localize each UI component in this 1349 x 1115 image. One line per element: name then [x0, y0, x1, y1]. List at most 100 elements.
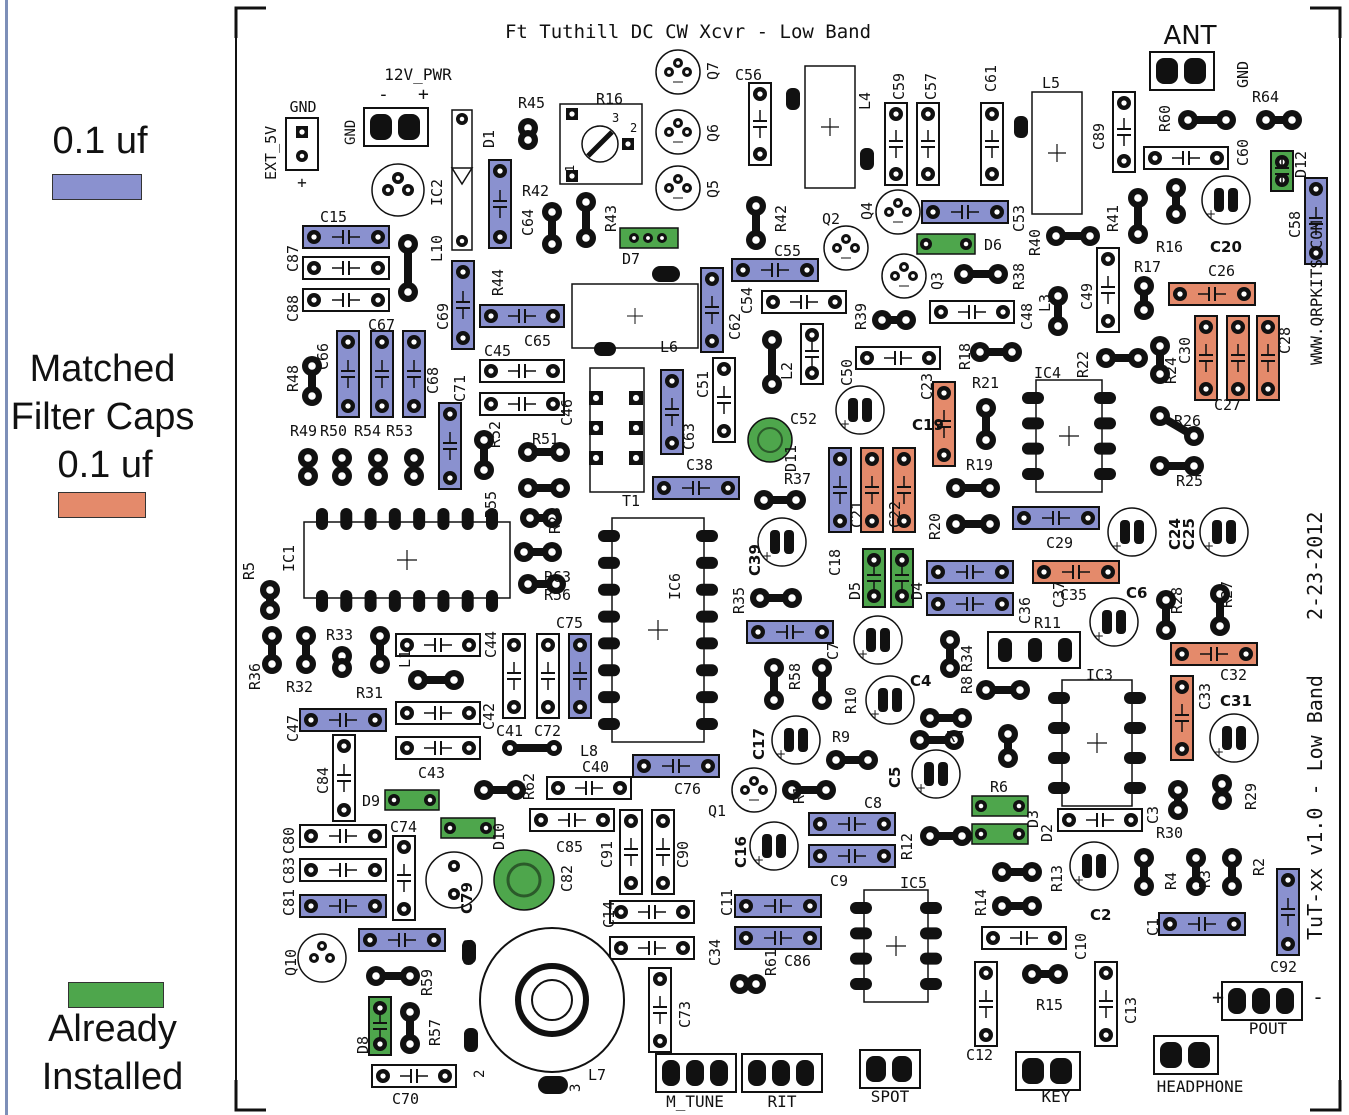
- pad-hole: [817, 853, 823, 859]
- capacitor: [402, 330, 426, 418]
- pad-hole: [721, 366, 727, 372]
- silk-label: C47: [284, 715, 302, 742]
- pad-hole: [989, 111, 995, 117]
- pad-hole: [998, 868, 1006, 876]
- ic-pin: [920, 978, 942, 990]
- silk-label: D10: [490, 823, 508, 850]
- silk-label: C4: [910, 672, 931, 690]
- capacitor: [502, 633, 526, 719]
- pad-hole: [1041, 569, 1047, 575]
- silk-label: R24: [1162, 357, 1180, 384]
- header-pin: [892, 1056, 912, 1082]
- transistor-outline: [881, 253, 927, 299]
- pad-hole: [1285, 941, 1291, 947]
- pad-hole: [1103, 1032, 1109, 1038]
- pwr-label: 12V_PWR: [384, 65, 452, 84]
- pcb-silkscreen: +++++++++++++ Ft Tuthill DC CW Xcvr - Lo…: [234, 6, 1342, 1113]
- elec-plus: +: [840, 417, 850, 431]
- pad-hole: [1054, 292, 1062, 300]
- pad-hole: [312, 956, 316, 960]
- pad-hole: [632, 454, 640, 462]
- capacitor: [336, 330, 360, 418]
- pad-hole: [680, 909, 686, 915]
- pad-hole: [404, 288, 412, 296]
- header-pin: [772, 1060, 790, 1086]
- pad-hole: [788, 786, 796, 794]
- pad-hole: [1066, 817, 1072, 823]
- pad-hole: [1214, 155, 1220, 161]
- capacitor: [299, 858, 387, 882]
- pwr-plus: +: [418, 84, 429, 105]
- silk-label: C9: [830, 872, 848, 890]
- pad-oval: [462, 940, 476, 964]
- transistor-outline: [875, 189, 921, 235]
- silk-label: R33: [326, 626, 353, 644]
- silk-label: R3: [1196, 870, 1214, 888]
- capacitor: [1158, 912, 1246, 936]
- pad-hole: [1121, 100, 1127, 106]
- pad-hole: [466, 642, 472, 648]
- silk-label: C40: [582, 758, 609, 776]
- pad-hole: [1285, 877, 1291, 883]
- pad-hole: [1265, 324, 1271, 330]
- pad-hole: [946, 664, 954, 672]
- silk-label: C51: [694, 371, 712, 398]
- pad-hole: [311, 297, 317, 303]
- silk-label: C34: [706, 939, 724, 966]
- header-pin: [748, 1060, 766, 1086]
- pad-hole: [268, 632, 276, 640]
- ic-pin: [920, 902, 942, 914]
- pout-minus: -: [1312, 985, 1324, 1009]
- pad-hole: [1172, 184, 1180, 192]
- pad-hole: [768, 336, 776, 344]
- pad-hole: [844, 237, 848, 241]
- ic-pin: [437, 590, 450, 612]
- silk-label: L4: [856, 92, 874, 110]
- ic-pin: [388, 590, 401, 612]
- pad-hole: [1085, 515, 1091, 521]
- capacitor: [479, 392, 565, 416]
- silk-label: D12: [1292, 151, 1310, 178]
- trimpot-slot: [586, 130, 614, 158]
- elec-pad: [878, 688, 888, 712]
- elec-pad: [924, 762, 934, 786]
- silk-label: Q10: [282, 949, 300, 976]
- pad-hole: [431, 937, 437, 943]
- silk-label: C42: [480, 703, 498, 730]
- pad-hole: [447, 475, 453, 481]
- silk-label: C31: [1220, 692, 1252, 710]
- elec-plus: +: [1204, 539, 1214, 553]
- pad-hole: [376, 660, 384, 668]
- silk-label: C43: [418, 764, 445, 782]
- ic-pin: [1094, 442, 1116, 455]
- pad-hole: [809, 370, 815, 376]
- ic-pin: [598, 664, 620, 677]
- pad-hole: [667, 186, 671, 190]
- ic-pin: [598, 556, 620, 569]
- header-pin: [1028, 638, 1042, 662]
- trimmer-c82-ring: [506, 862, 542, 898]
- board-date: 2-23-2012: [1303, 512, 1327, 620]
- silk-label: R53: [386, 422, 413, 440]
- capacitor: [299, 824, 387, 848]
- pad-hole: [524, 448, 532, 456]
- pad-hole: [960, 270, 968, 278]
- board-corner: [234, 6, 266, 38]
- silk-label: C44: [482, 631, 500, 658]
- pad-hole: [488, 401, 494, 407]
- capacitor: [619, 809, 643, 895]
- pad-hole: [1179, 684, 1185, 690]
- elec-plus: +: [1094, 629, 1104, 643]
- silk-label: R27: [1218, 581, 1236, 608]
- silk-label: IC6: [666, 573, 684, 600]
- pad-hole: [669, 440, 675, 446]
- pad-hole: [341, 807, 347, 813]
- pad-hole: [524, 124, 532, 132]
- header-pin: [866, 1056, 886, 1082]
- silk-label: C3: [1144, 806, 1162, 824]
- silk-label: C21: [848, 501, 866, 528]
- pad-hole: [308, 867, 314, 873]
- pad-hole: [994, 270, 1002, 278]
- elec-pad: [1222, 726, 1232, 750]
- silk-label: D4: [908, 582, 926, 600]
